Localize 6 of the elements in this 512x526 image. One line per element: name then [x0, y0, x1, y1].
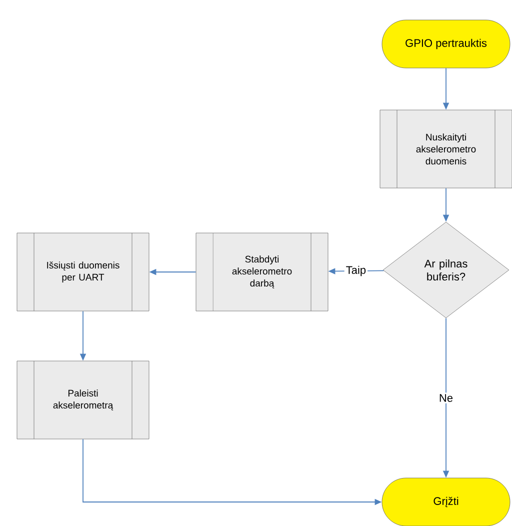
process-box: Stabdyti akselerometro darbą — [196, 232, 328, 312]
edge-label: Ne — [437, 392, 455, 404]
process-box: Išsiųsti duomenis per UART — [16, 232, 150, 312]
edge-label: Taip — [344, 264, 368, 278]
process-box: Paleisti akselerometrą — [16, 360, 150, 440]
process-box: Nuskaityti akselerometro duomenis — [380, 110, 512, 188]
